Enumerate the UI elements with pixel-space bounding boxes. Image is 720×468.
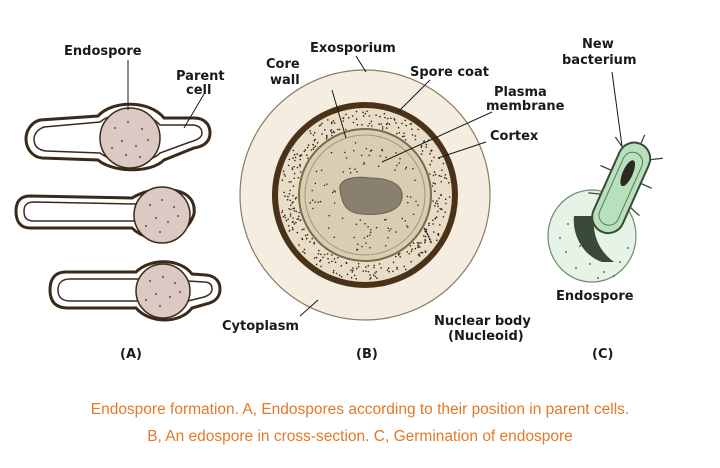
label-parent-cell-1: Parent [176, 69, 225, 84]
label-core-wall-2: wall [270, 73, 300, 88]
label-endospore-a: Endospore [64, 44, 142, 59]
endospore-diagram: Endospore Parent cell (A) Exosporium Cor… [14, 37, 663, 362]
panel-c: New bacterium Endospore (C) [547, 37, 663, 362]
endospore-terminal [133, 186, 191, 244]
panel-label-c: (C) [592, 347, 613, 362]
label-exosporium: Exosporium [310, 41, 396, 56]
parent-cell-bottom [48, 260, 222, 322]
label-nuclear-body-2: (Nucleoid) [448, 329, 524, 344]
label-cortex: Cortex [490, 129, 539, 144]
label-nuclear-body-1: Nuclear body [434, 314, 531, 329]
label-cytoplasm: Cytoplasm [222, 319, 299, 334]
panel-label-a: (A) [120, 347, 142, 362]
label-new-1: New [582, 37, 614, 52]
label-new-2: bacterium [562, 53, 636, 68]
endospore-central [99, 107, 161, 169]
new-bacterium [588, 134, 663, 235]
label-spore-coat: Spore coat [410, 65, 489, 80]
spore-stipple-a [111, 121, 181, 307]
label-parent-cell-2: cell [186, 83, 211, 98]
panel-a: Endospore Parent cell (A) [14, 44, 225, 362]
label-plasma-membrane-1: Plasma [494, 85, 547, 100]
panel-b: Exosporium Core wall Spore coat Plasma m… [222, 41, 565, 362]
label-endospore-c: Endospore [556, 289, 634, 304]
label-core-wall-1: Core [266, 57, 300, 72]
endospore-subterminal [135, 263, 191, 319]
caption-line-1: Endospore formation. A, Endospores accor… [90, 401, 630, 418]
label-plasma-membrane-2: membrane [486, 99, 565, 114]
plasma-membrane [304, 134, 426, 256]
nucleoid [339, 176, 403, 215]
panel-label-b: (B) [356, 347, 378, 362]
endospore-c-stipple [559, 223, 629, 279]
caption-line-2: B, An edospore in cross-section. C, Germ… [147, 428, 573, 445]
cortex-stipple [281, 110, 451, 280]
